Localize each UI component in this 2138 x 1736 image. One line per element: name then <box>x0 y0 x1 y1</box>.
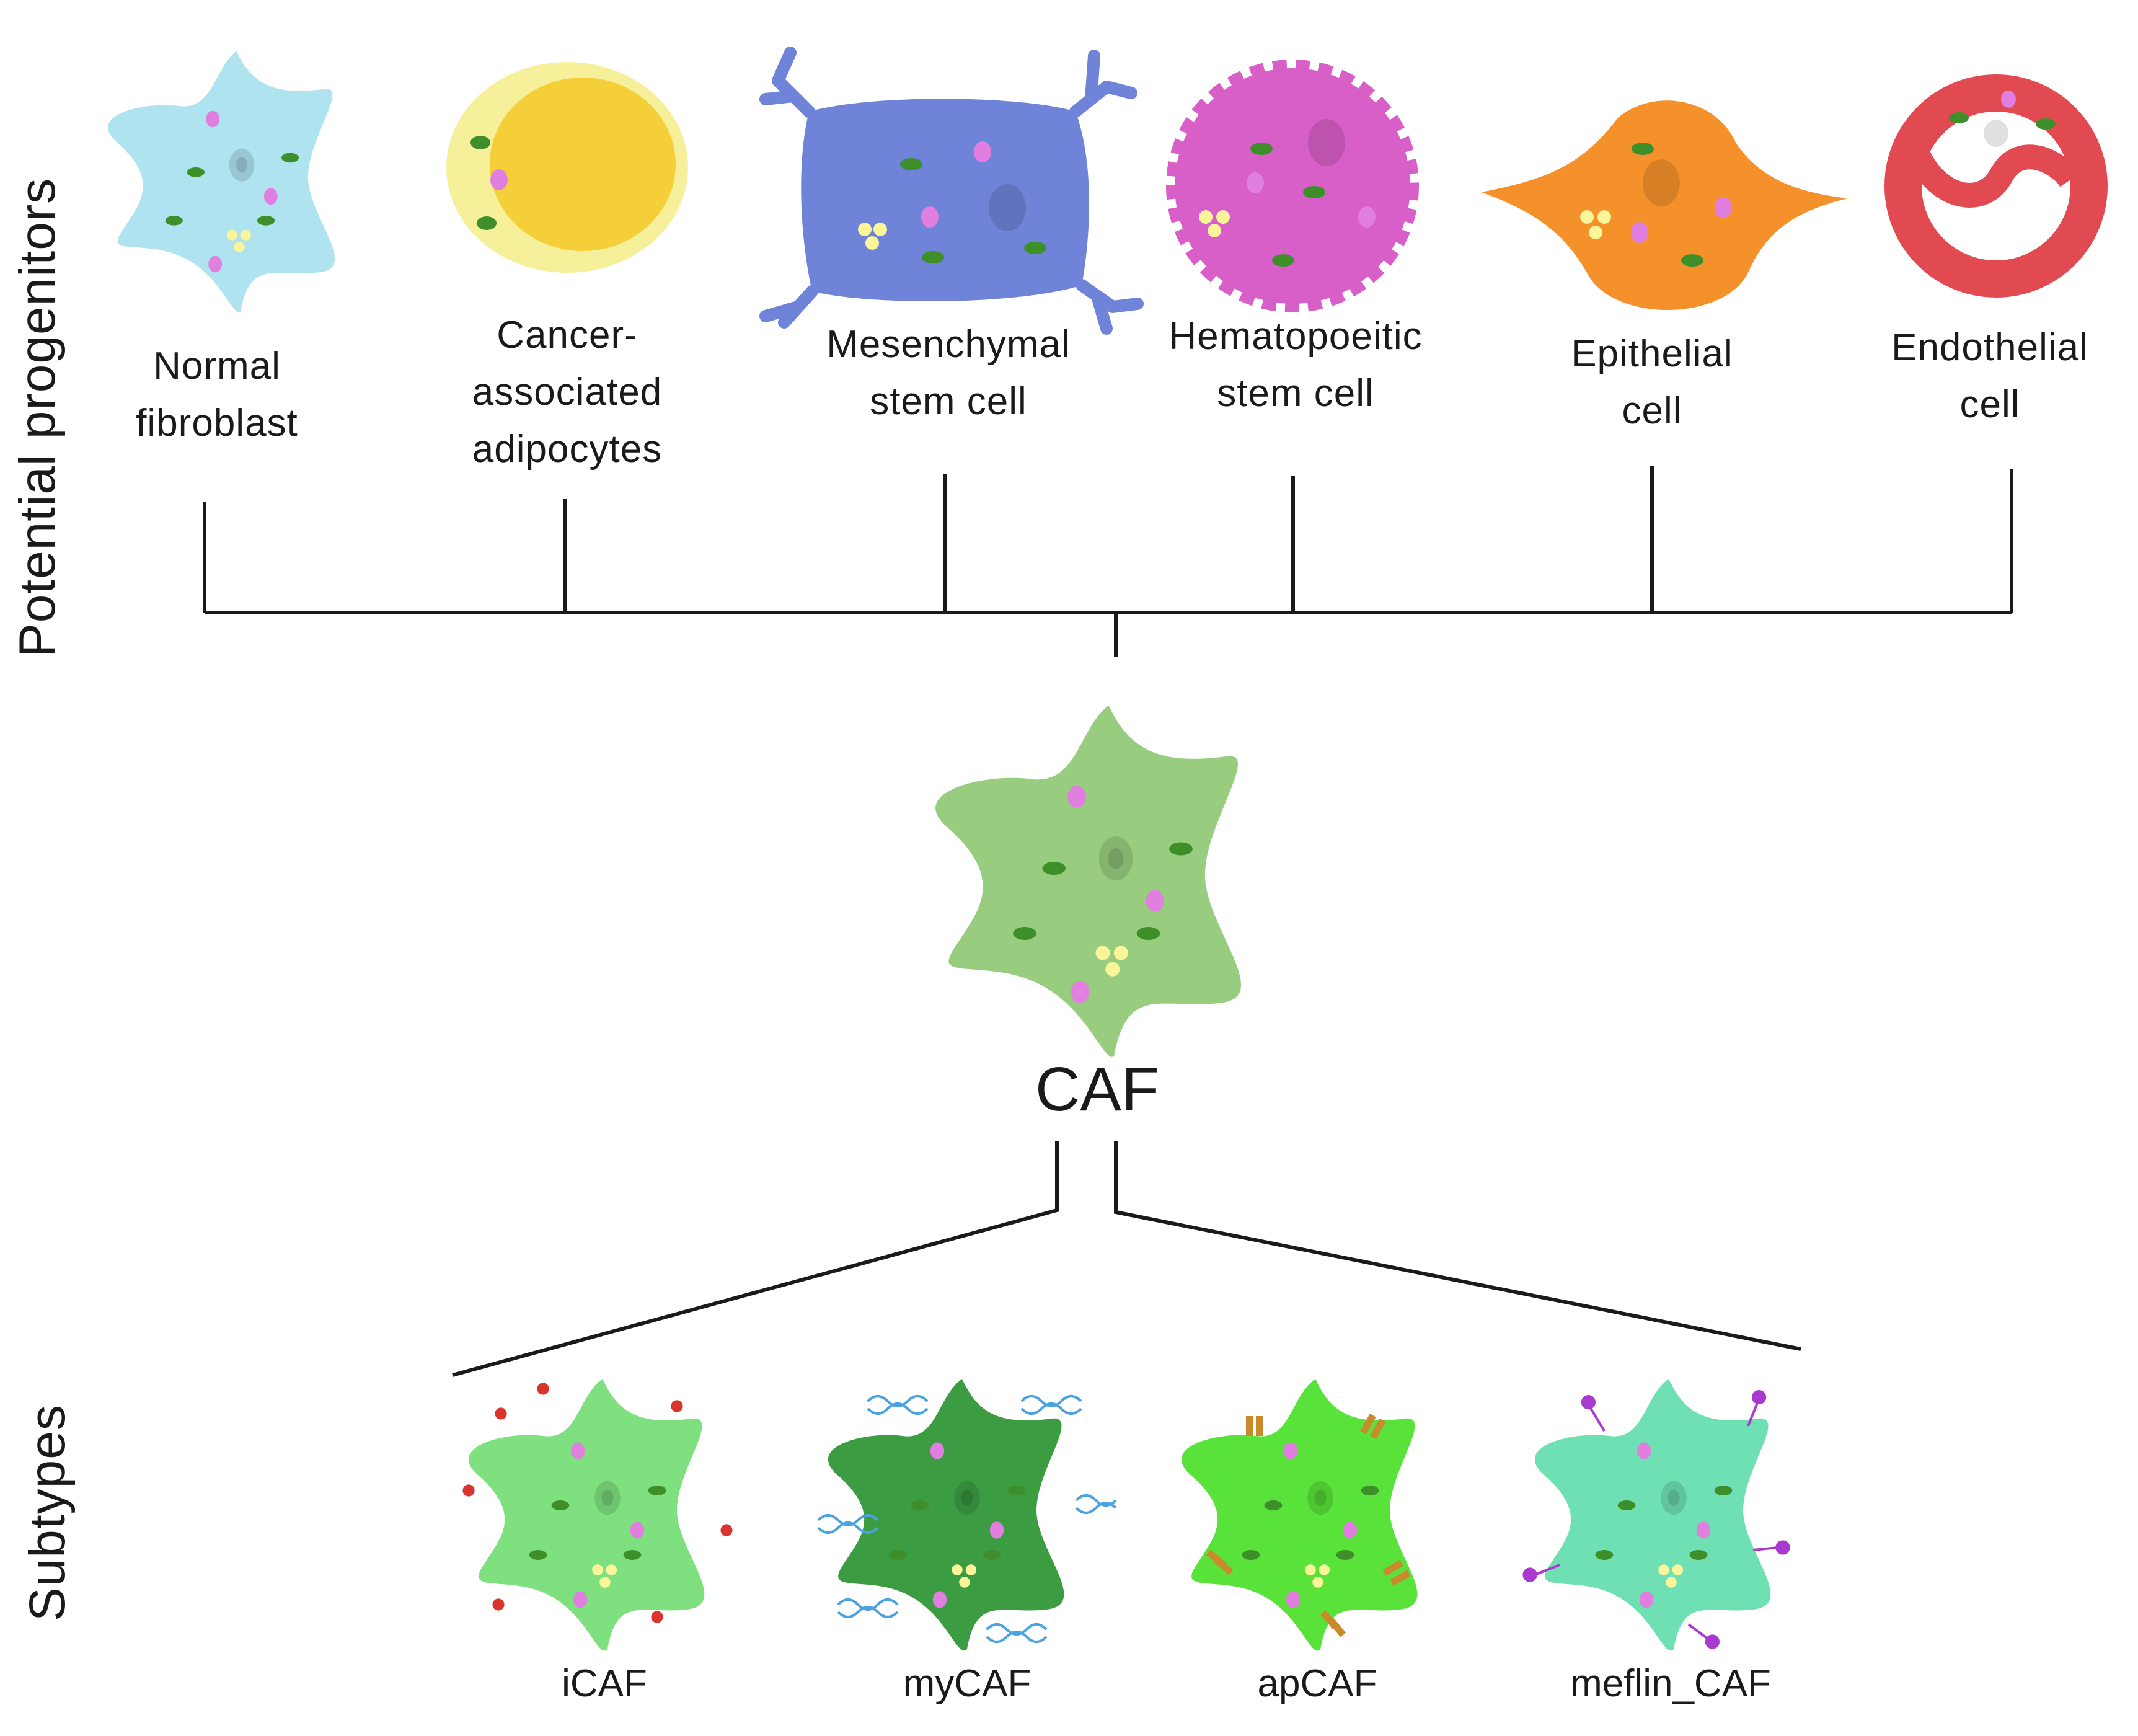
caf-label: CAF <box>1035 1055 1159 1124</box>
mesenchymal-stem-cell-icon <box>759 46 1144 335</box>
normal-fibroblast-icon <box>105 46 338 316</box>
adipocyte-icon <box>446 62 688 273</box>
apcaf-icon <box>1181 1379 1418 1651</box>
subtype-label-icaf: iCAF <box>562 1662 647 1705</box>
caf-icon <box>931 699 1245 1061</box>
mycaf-icon <box>817 1379 1117 1651</box>
subtype-label-mycaf: myCAF <box>903 1662 1031 1705</box>
endothelial-cell-icon <box>1884 74 2108 298</box>
subtype-label-meflin-caf: meflin_CAF <box>1570 1662 1771 1705</box>
potential-progenitors-label: Potential progenitors <box>9 177 66 657</box>
icaf-icon <box>462 1379 733 1651</box>
subtype-connectors <box>452 1141 1801 1377</box>
hematopoietic-stem-cell-icon <box>1166 60 1419 312</box>
progenitor-connectors <box>203 466 2013 657</box>
subtypes-label: Subtypes <box>19 1404 76 1621</box>
meflin-caf-icon <box>1522 1379 1790 1651</box>
epithelial-cell-icon <box>1482 100 1847 310</box>
subtype-label-apcaf: apCAF <box>1257 1662 1377 1705</box>
